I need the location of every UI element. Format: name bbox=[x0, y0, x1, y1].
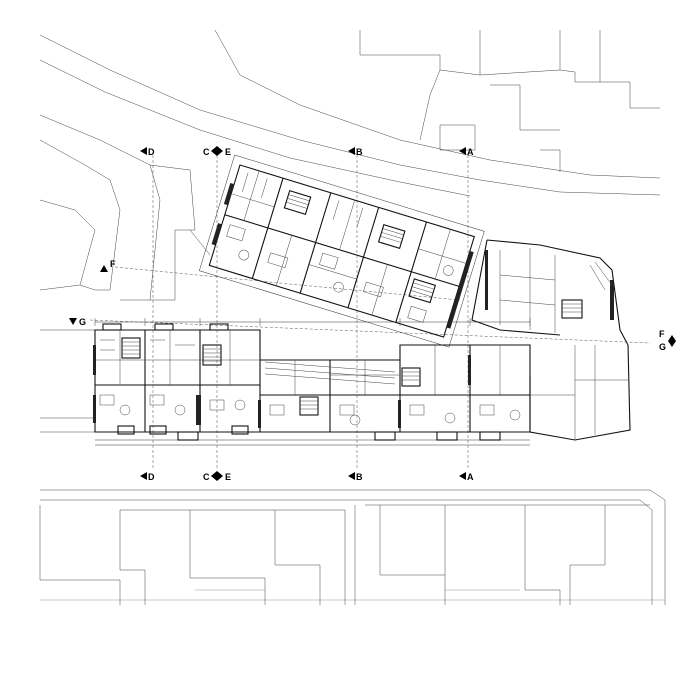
section-marker-d-top: D bbox=[140, 147, 155, 157]
section-marker-a-bottom: A bbox=[459, 472, 474, 482]
svg-text:A: A bbox=[467, 472, 474, 482]
svg-text:G: G bbox=[659, 342, 666, 352]
svg-text:E: E bbox=[225, 147, 231, 157]
context-buildings bbox=[39, 29, 666, 605]
section-marker-b-bottom: B bbox=[348, 472, 363, 482]
section-marker-ce-top: C E bbox=[203, 146, 231, 157]
svg-text:C: C bbox=[203, 147, 210, 157]
lower-building-block bbox=[93, 318, 531, 446]
svg-text:D: D bbox=[148, 472, 155, 482]
svg-text:F: F bbox=[110, 259, 116, 269]
section-markers: D C E B A D C E B A bbox=[69, 146, 676, 482]
right-end-block bbox=[471, 239, 631, 441]
section-lines bbox=[89, 155, 651, 470]
section-marker-a-top: A bbox=[459, 147, 474, 157]
section-marker-ce-bottom: C E bbox=[203, 471, 231, 482]
section-marker-f-left: F bbox=[100, 259, 116, 272]
svg-text:F: F bbox=[659, 329, 665, 339]
svg-text:B: B bbox=[356, 147, 363, 157]
svg-text:B: B bbox=[356, 472, 363, 482]
svg-text:G: G bbox=[79, 317, 86, 327]
section-marker-fg-right: F G bbox=[659, 329, 676, 352]
svg-text:E: E bbox=[225, 472, 231, 482]
svg-text:A: A bbox=[467, 147, 474, 157]
upper-building-block bbox=[198, 154, 485, 348]
section-marker-g-left: G bbox=[69, 317, 86, 327]
section-marker-b-top: B bbox=[348, 147, 363, 157]
svg-text:D: D bbox=[148, 147, 155, 157]
section-marker-d-bottom: D bbox=[140, 472, 155, 482]
svg-text:C: C bbox=[203, 472, 210, 482]
